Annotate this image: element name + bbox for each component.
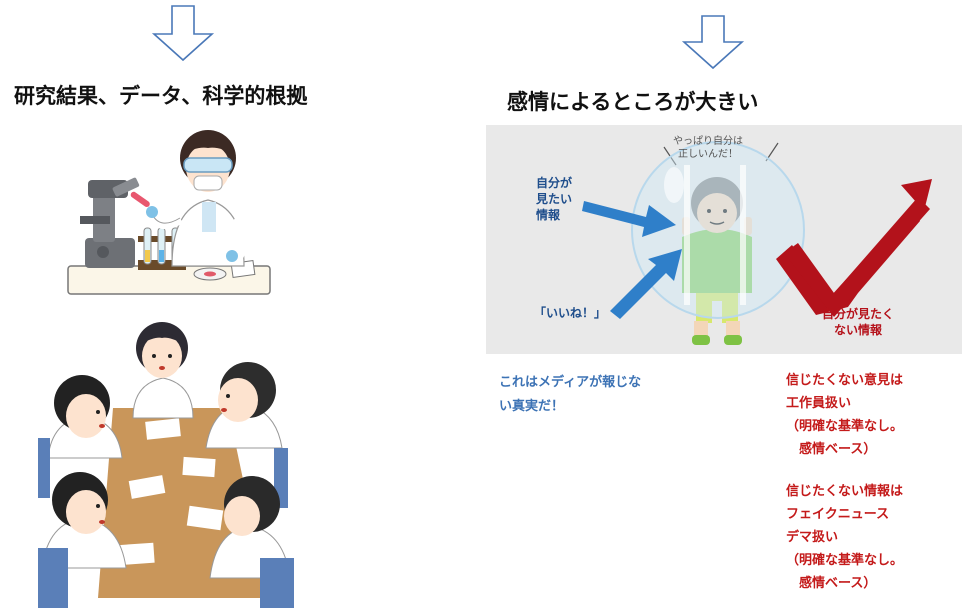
unwanted-info-label: 自分が見たく ない情報	[822, 307, 895, 337]
echo-chamber-illustration	[582, 141, 932, 345]
blue-arrow-bottom	[610, 249, 682, 319]
scientist-illustration	[67, 130, 271, 295]
likes-label: 「いいね！」	[534, 306, 607, 320]
left-heading: 研究結果、データ、科学的根拠	[14, 84, 308, 108]
blue-arrow-top	[582, 201, 676, 237]
wanted-info-label: 自分が 見たい 情報	[536, 176, 573, 222]
info-note: 信じたくない情報は フェイクニュース デマ扱い （明確な基準なし。 感情ベース）	[786, 484, 904, 591]
meeting-illustration	[38, 322, 294, 608]
down-arrow-icon-right	[681, 15, 745, 70]
thought-text: やっぱり自分は 正しいんだ！	[673, 136, 743, 160]
media-note: これはメディアが報じな い真実だ！	[499, 375, 642, 414]
right-heading: 感情によるところが大きい	[507, 90, 759, 114]
down-arrow-icon	[151, 5, 215, 62]
opinion-note: 信じたくない意見は 工作員扱い （明確な基準なし。 感情ベース）	[786, 373, 904, 457]
echo-chamber-panel: やっぱり自分は 正しいんだ！ 自分が 見たい 情報 「いいね！」 自分が見たく …	[486, 125, 962, 354]
